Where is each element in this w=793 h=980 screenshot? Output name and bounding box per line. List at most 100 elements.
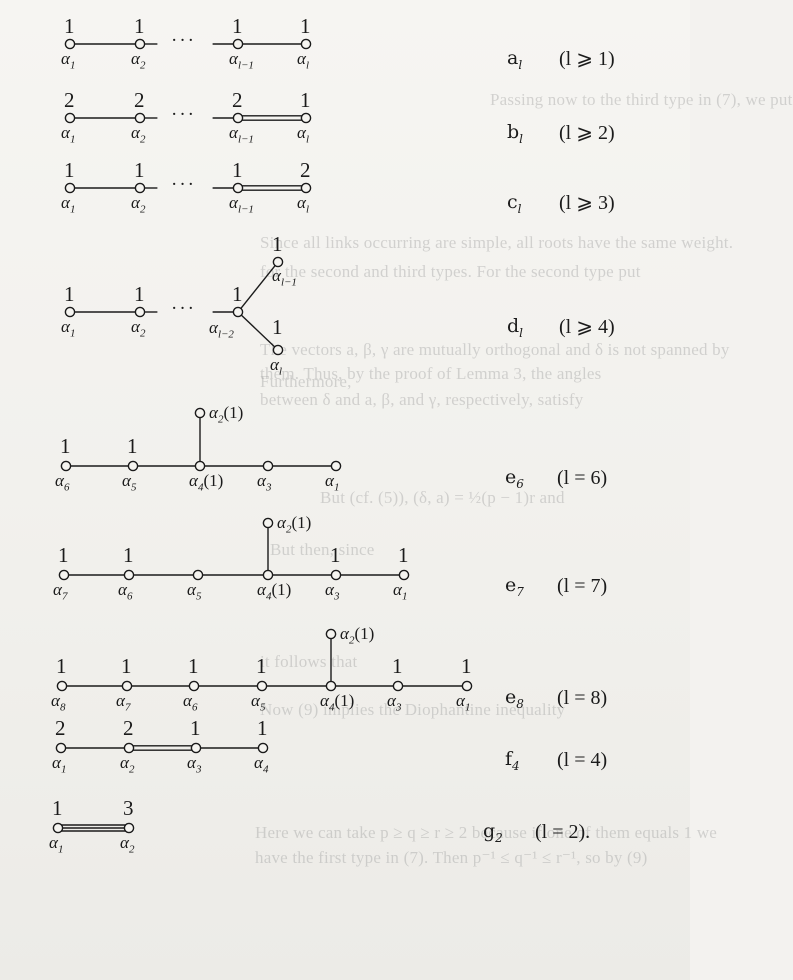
rank-condition: (l ⩾ 4) — [559, 316, 615, 338]
alpha-symbol: α — [189, 471, 198, 490]
root-node — [134, 306, 146, 318]
root-coefficient: 1 — [123, 543, 134, 567]
alpha-symbol: α — [272, 266, 281, 285]
root-label: α4(1) — [189, 472, 223, 493]
alpha-symbol: α — [120, 833, 129, 852]
alpha-index: 6 — [63, 481, 70, 494]
root-coefficient: 1 — [127, 434, 138, 458]
root-coefficient: 1 — [398, 543, 409, 567]
root-node — [300, 38, 312, 50]
root-coefficient: 2 — [232, 88, 243, 112]
alpha-symbol: α — [187, 753, 196, 772]
algebra-name: g2 — [483, 822, 503, 844]
alpha-index: 2 — [139, 203, 146, 216]
root-label: α4 — [254, 754, 268, 775]
alpha-symbol: α — [297, 193, 306, 212]
root-label: αl−2 — [209, 319, 234, 340]
alpha-symbol: α — [187, 580, 196, 599]
alpha-index: 1 — [69, 203, 76, 216]
root-coefficient: 1 — [134, 14, 145, 38]
alpha-index: 1 — [60, 763, 67, 776]
root-label: α5 — [251, 692, 265, 713]
alpha-index: 3 — [333, 590, 340, 603]
bleed-through-line: But then, since — [270, 540, 375, 559]
bleed-through-line: Since all links occurring are simple, al… — [260, 233, 734, 252]
root-node — [300, 182, 312, 194]
root-label: α5 — [187, 581, 201, 602]
alpha-symbol: α — [297, 123, 306, 142]
root-node — [194, 460, 206, 472]
bleed-through-line: between δ and a, β, and γ, respectively,… — [260, 390, 584, 409]
alpha-symbol: α — [51, 691, 60, 710]
root-node — [232, 306, 244, 318]
alpha-symbol: α — [393, 580, 402, 599]
rank-condition: (l = 2). — [535, 821, 591, 843]
alpha-index: 1 — [69, 327, 76, 340]
alpha-index: 2 — [139, 327, 146, 340]
root-node — [134, 38, 146, 50]
root-label: α2 — [131, 318, 145, 339]
root-label: αl — [297, 50, 309, 71]
algebra-name: e6 — [505, 468, 524, 490]
alpha-index: 5 — [130, 481, 137, 494]
root-coefficient: 1 — [232, 158, 243, 182]
bleed-through-line: But (cf. (5)), (δ, a) = ½(p − 1)r and — [320, 488, 565, 507]
rank-condition: (l ⩾ 2) — [559, 122, 615, 144]
alpha-symbol: α — [251, 691, 260, 710]
root-coefficient: 3 — [123, 796, 134, 820]
coefficient-suffix: (1) — [354, 624, 375, 643]
ellipsis: ··· — [171, 30, 196, 51]
coefficient-suffix: (1) — [334, 691, 355, 710]
alpha-index: l−1 — [237, 203, 254, 216]
alpha-index: 2 — [128, 763, 135, 776]
alpha-index: 2 — [128, 843, 135, 856]
rank-condition: (l = 6) — [557, 467, 608, 489]
root-node — [272, 344, 284, 356]
root-node — [64, 112, 76, 124]
alpha-index: 2 — [348, 634, 355, 647]
root-label: α2(1) — [340, 625, 374, 646]
rank-condition: (l ⩾ 1) — [559, 48, 615, 70]
alpha-symbol: α — [229, 123, 238, 142]
bond-single — [240, 314, 276, 348]
root-label: α6 — [55, 472, 69, 493]
root-coefficient: 2 — [134, 88, 145, 112]
bleed-through-line: Now (9) implies the Diophantine inequali… — [260, 700, 566, 719]
root-coefficient: 1 — [56, 654, 67, 678]
root-coefficient: 1 — [232, 282, 243, 306]
alpha-index: 4 — [262, 763, 269, 776]
root-node — [52, 822, 64, 834]
root-label: α1 — [61, 194, 75, 215]
alpha-index: 1 — [464, 701, 471, 714]
root-node — [194, 407, 206, 419]
alpha-index: 7 — [124, 701, 131, 714]
algebra-name: e8 — [505, 688, 524, 710]
alpha-index: 4 — [197, 481, 204, 494]
root-label: α1 — [61, 50, 75, 71]
root-node — [300, 112, 312, 124]
root-coefficient: 1 — [60, 434, 71, 458]
alpha-index: l−1 — [280, 276, 297, 289]
algebra-letter: e — [505, 466, 517, 488]
root-node — [232, 38, 244, 50]
alpha-symbol: α — [456, 691, 465, 710]
alpha-index: 1 — [401, 590, 408, 603]
coefficient-suffix: (1) — [223, 403, 244, 422]
alpha-index: 1 — [69, 59, 76, 72]
root-node — [188, 680, 200, 692]
root-node — [232, 182, 244, 194]
root-node — [127, 460, 139, 472]
alpha-symbol: α — [49, 833, 58, 852]
alpha-index: l — [278, 365, 282, 378]
alpha-index: 5 — [259, 701, 266, 714]
algebra-name: e7 — [505, 576, 524, 598]
root-node — [330, 569, 342, 581]
algebra-letter: f — [505, 748, 513, 770]
root-label: αl−1 — [229, 50, 254, 71]
alpha-index: 2 — [217, 413, 224, 426]
algebra-letter: e — [505, 574, 517, 596]
algebra-name: cl — [507, 193, 522, 215]
root-node — [256, 680, 268, 692]
alpha-index: 2 — [139, 133, 146, 146]
alpha-symbol: α — [320, 691, 329, 710]
